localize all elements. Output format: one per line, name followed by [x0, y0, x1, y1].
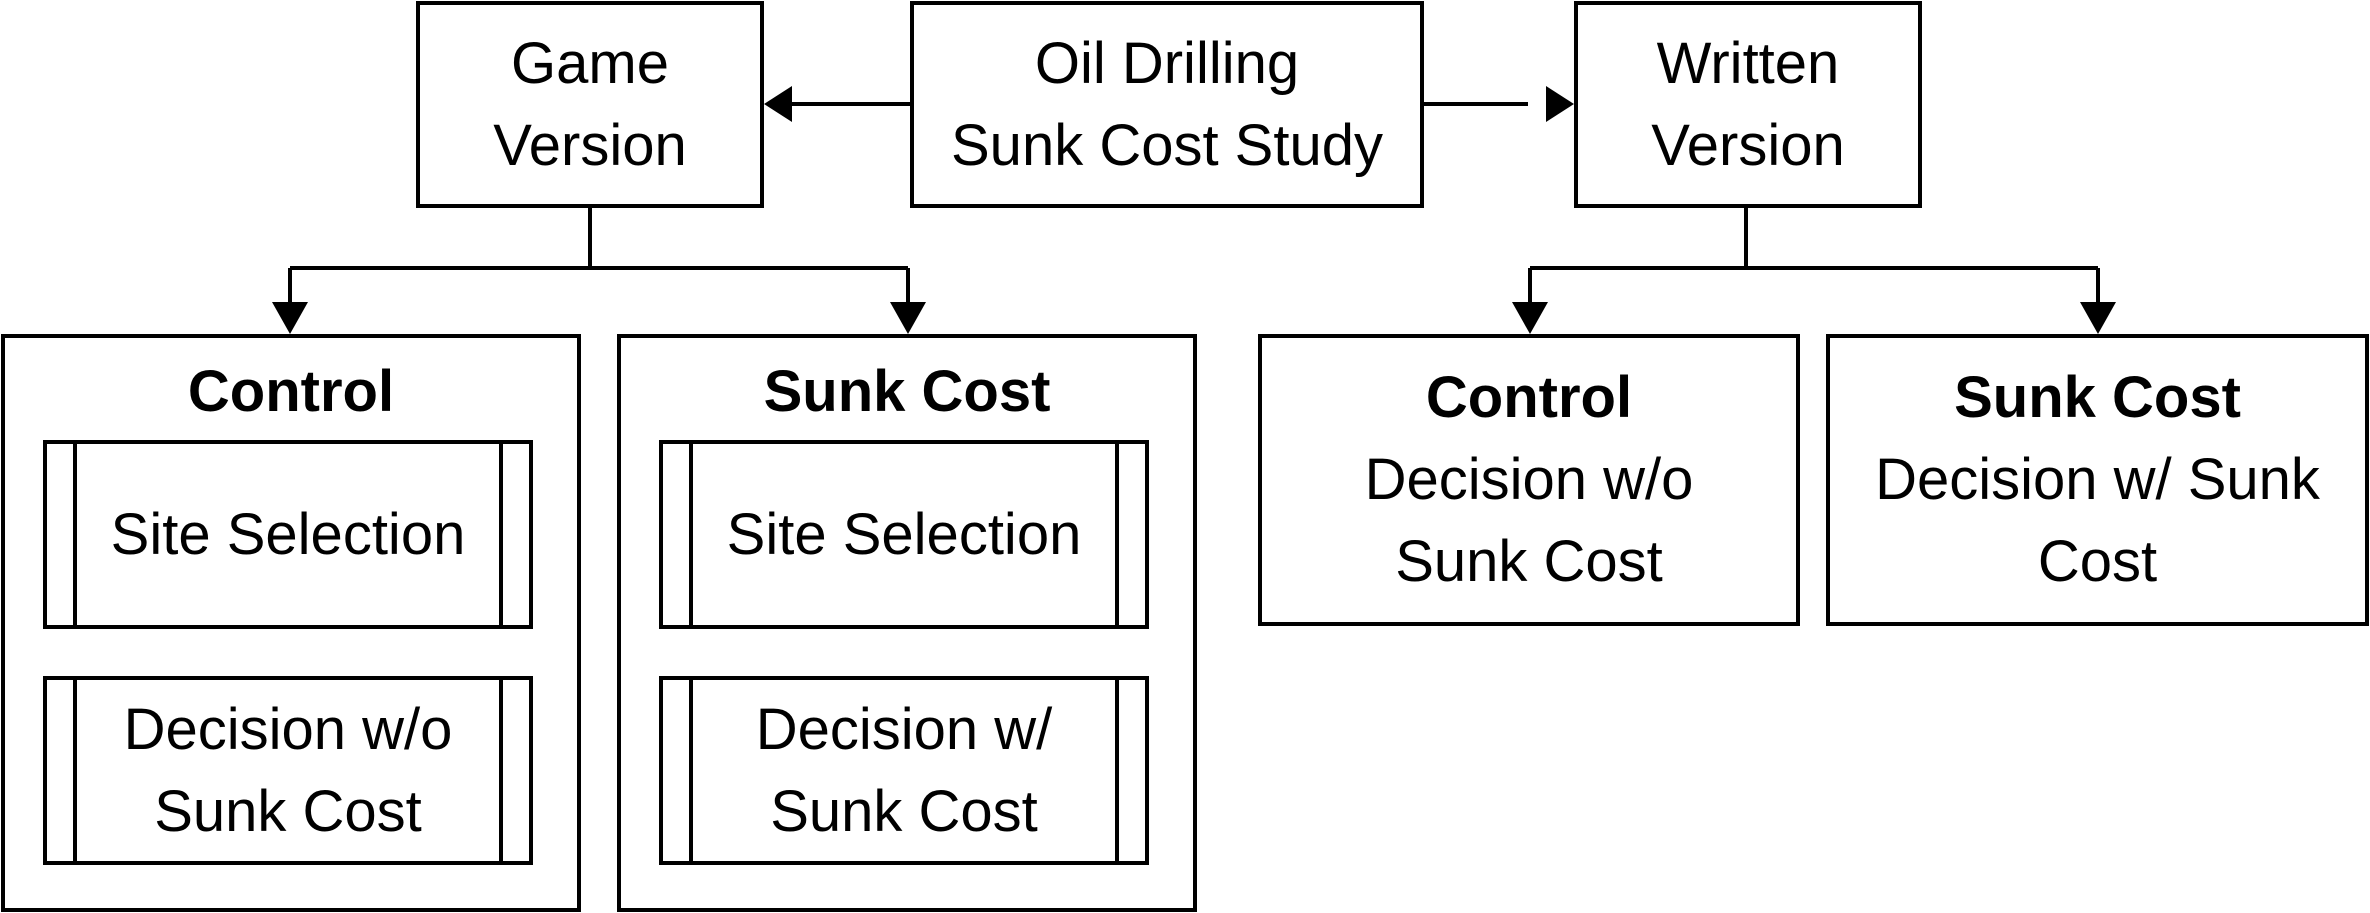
written-control-title: Control [1425, 365, 1633, 430]
arrowhead-written-control [1512, 302, 1548, 334]
game-sunk-cost-site-selection-label: Site Selection [726, 501, 1082, 567]
written-control-line2: Sunk Cost [1395, 529, 1663, 594]
game-version-line1: Game [511, 30, 669, 96]
written-sunk-cost-title: Sunk Cost [1954, 365, 2241, 430]
arrowhead-game-sunk [890, 302, 926, 334]
arrowhead-written-sunk [2080, 302, 2116, 334]
game-control-title: Control [187, 359, 395, 424]
game-control-site-selection: Site Selection [43, 440, 533, 629]
arrowhead-game-control [272, 302, 308, 334]
connector-game-split [288, 208, 910, 304]
written-sunk-cost-line2: Cost [2037, 529, 2158, 594]
game-sunk-cost-decision: Decision w/ Sunk Cost [659, 676, 1149, 865]
game-sunk-cost-title: Sunk Cost [763, 359, 1051, 424]
game-sunk-cost-decision-line1: Decision w/ [755, 696, 1053, 762]
game-sunk-cost-group: Sunk Cost Site Selection Decision w/ Sun… [617, 334, 1197, 912]
game-sunk-cost-site-selection: Site Selection [659, 440, 1149, 629]
game-control-group: Control Site Selection Decision w/o Sunk… [1, 334, 581, 912]
written-control-box: Control Decision w/o Sunk Cost [1258, 334, 1800, 626]
written-sunk-cost-box: Sunk Cost Decision w/ Sunk Cost [1826, 334, 2369, 626]
written-control-line1: Decision w/o [1364, 447, 1694, 512]
written-version-box: Written Version [1574, 1, 1922, 208]
game-version-line2: Version [493, 112, 687, 178]
arrowhead-right [1546, 86, 1574, 122]
arrowhead-left [764, 86, 792, 122]
game-control-site-selection-label: Site Selection [110, 501, 466, 567]
written-sunk-cost-line1: Decision w/ Sunk [1875, 447, 2320, 512]
study-root-line1: Oil Drilling [1034, 30, 1300, 96]
written-version-line2: Version [1651, 112, 1845, 178]
game-control-decision-line1: Decision w/o [123, 696, 453, 762]
game-control-decision-line2: Sunk Cost [154, 778, 422, 844]
connector-written-split [1528, 208, 2100, 304]
game-control-decision: Decision w/o Sunk Cost [43, 676, 533, 865]
game-sunk-cost-decision-line2: Sunk Cost [770, 778, 1038, 844]
study-root-line2: Sunk Cost Study [951, 112, 1383, 178]
game-version-box: Game Version [416, 1, 764, 208]
study-root-box: Oil Drilling Sunk Cost Study [910, 1, 1424, 208]
written-version-line1: Written [1656, 30, 1840, 96]
